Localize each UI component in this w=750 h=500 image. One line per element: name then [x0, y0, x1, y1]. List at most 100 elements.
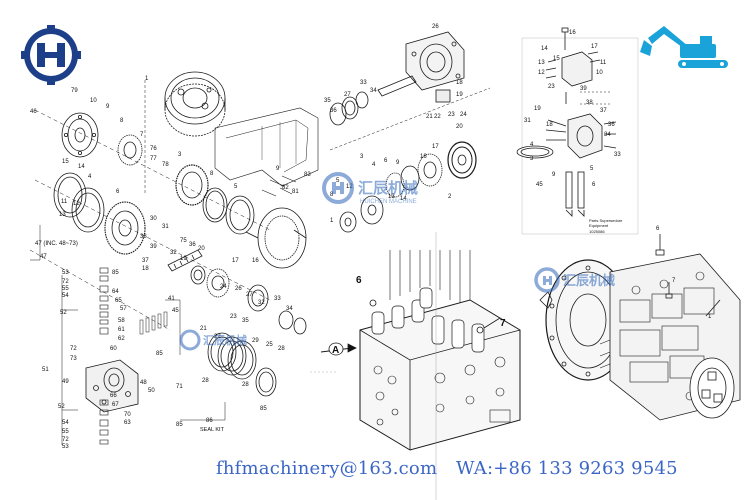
svg-text:16: 16 [569, 30, 576, 36]
svg-text:19: 19 [456, 92, 463, 98]
parts-supersedure-note: Parts Supersedure Equipment 1025086 [589, 218, 623, 234]
svg-text:23: 23 [548, 84, 555, 90]
svg-text:12: 12 [73, 201, 80, 207]
watermark-top: 汇辰机械 HUICHEN MACHINE [322, 172, 418, 205]
svg-text:9: 9 [106, 104, 110, 110]
svg-text:85: 85 [112, 270, 119, 276]
svg-text:28: 28 [242, 382, 249, 388]
svg-text:18: 18 [546, 122, 553, 128]
svg-text:49: 49 [62, 379, 69, 385]
svg-text:81: 81 [292, 189, 299, 195]
svg-text:52: 52 [60, 310, 67, 316]
svg-text:16: 16 [252, 258, 259, 264]
svg-text:11: 11 [600, 60, 607, 66]
supersedure-label: Parts Supersedure [589, 218, 623, 223]
svg-text:3: 3 [178, 152, 182, 158]
svg-text:13: 13 [538, 60, 545, 66]
svg-text:34: 34 [370, 88, 377, 94]
svg-text:45: 45 [536, 182, 543, 188]
svg-text:39: 39 [580, 86, 587, 92]
svg-text:19: 19 [534, 106, 541, 112]
svg-text:6: 6 [356, 275, 362, 286]
svg-text:86: 86 [206, 418, 213, 424]
svg-text:7: 7 [672, 278, 676, 284]
svg-text:77: 77 [150, 156, 157, 162]
svg-text:20: 20 [456, 124, 463, 130]
svg-text:72: 72 [62, 437, 69, 443]
svg-text:53: 53 [62, 444, 69, 450]
svg-text:28: 28 [278, 346, 285, 352]
pump-callouts: 6 7 1 [656, 226, 712, 320]
svg-text:12: 12 [346, 184, 353, 190]
svg-text:6: 6 [384, 158, 388, 164]
svg-text:66: 66 [110, 393, 117, 399]
svg-text:9: 9 [396, 160, 400, 166]
svg-text:6: 6 [116, 189, 120, 195]
svg-text:38: 38 [586, 100, 593, 106]
watermark-brand-cn-3: 汇辰机械 [563, 273, 615, 288]
svg-text:53: 53 [62, 270, 69, 276]
svg-text:47: 47 [40, 254, 47, 260]
svg-text:5: 5 [590, 166, 594, 172]
logo-emblem-icon [21, 25, 81, 85]
swing-motor-callouts: 26 33 34 27 35 36 18 19 21 22 23 24 20 1… [324, 24, 467, 224]
svg-text:78: 78 [162, 162, 169, 168]
view-marker-a: A [332, 345, 339, 356]
svg-text:10: 10 [90, 98, 97, 104]
svg-text:60: 60 [110, 346, 117, 352]
svg-text:22: 22 [434, 114, 441, 120]
svg-text:38: 38 [140, 234, 147, 240]
svg-text:55: 55 [62, 429, 69, 435]
watermark-brand-cn-2: 汇辰机械 [203, 333, 247, 347]
svg-text:61: 61 [118, 327, 125, 333]
svg-text:36: 36 [608, 122, 615, 128]
svg-text:37: 37 [600, 108, 607, 114]
svg-text:27: 27 [344, 92, 351, 98]
svg-text:14: 14 [541, 46, 548, 52]
svg-text:62: 62 [118, 336, 125, 342]
svg-text:29: 29 [252, 338, 259, 344]
svg-text:82: 82 [282, 185, 289, 191]
svg-text:11: 11 [61, 199, 68, 205]
svg-text:10: 10 [596, 70, 603, 76]
svg-text:15: 15 [62, 159, 69, 165]
svg-text:58: 58 [118, 318, 125, 324]
svg-text:51: 51 [42, 367, 49, 373]
svg-text:2: 2 [448, 194, 452, 200]
svg-text:6: 6 [592, 182, 596, 188]
svg-text:45: 45 [172, 308, 179, 314]
svg-text:24: 24 [220, 284, 227, 290]
svg-text:27: 27 [246, 292, 253, 298]
svg-text:24: 24 [460, 112, 467, 118]
svg-text:8: 8 [210, 171, 214, 177]
svg-text:34: 34 [286, 306, 293, 312]
svg-text:52: 52 [58, 404, 65, 410]
svg-text:85: 85 [176, 422, 183, 428]
svg-text:41: 41 [168, 296, 175, 302]
svg-text:14: 14 [400, 196, 407, 202]
svg-text:54: 54 [62, 293, 69, 299]
svg-text:71: 71 [176, 384, 183, 390]
svg-text:15: 15 [553, 56, 560, 62]
svg-text:4: 4 [530, 142, 534, 148]
svg-text:26: 26 [432, 24, 439, 30]
watermark-right: 汇辰机械 [534, 267, 615, 293]
contact-whatsapp[interactable]: WA:+86 133 9263 9545 [456, 458, 678, 479]
svg-text:21: 21 [200, 326, 207, 332]
contact-email[interactable]: fhfmachinery@163.com [216, 458, 438, 479]
svg-text:28: 28 [202, 378, 209, 384]
svg-text:20: 20 [198, 246, 205, 252]
svg-text:17: 17 [232, 258, 239, 264]
svg-text:54: 54 [62, 420, 69, 426]
watermark-brand-en: HUICHEN MACHINE [360, 199, 417, 205]
svg-text:5: 5 [336, 178, 340, 184]
control-valve-callouts: 6 7 A [332, 275, 506, 356]
svg-text:37: 37 [142, 258, 149, 264]
svg-text:35: 35 [324, 98, 331, 104]
svg-text:1: 1 [145, 76, 149, 82]
svg-text:3: 3 [530, 156, 534, 162]
svg-text:33: 33 [274, 296, 281, 302]
equipment-label: Equipment [589, 223, 609, 228]
